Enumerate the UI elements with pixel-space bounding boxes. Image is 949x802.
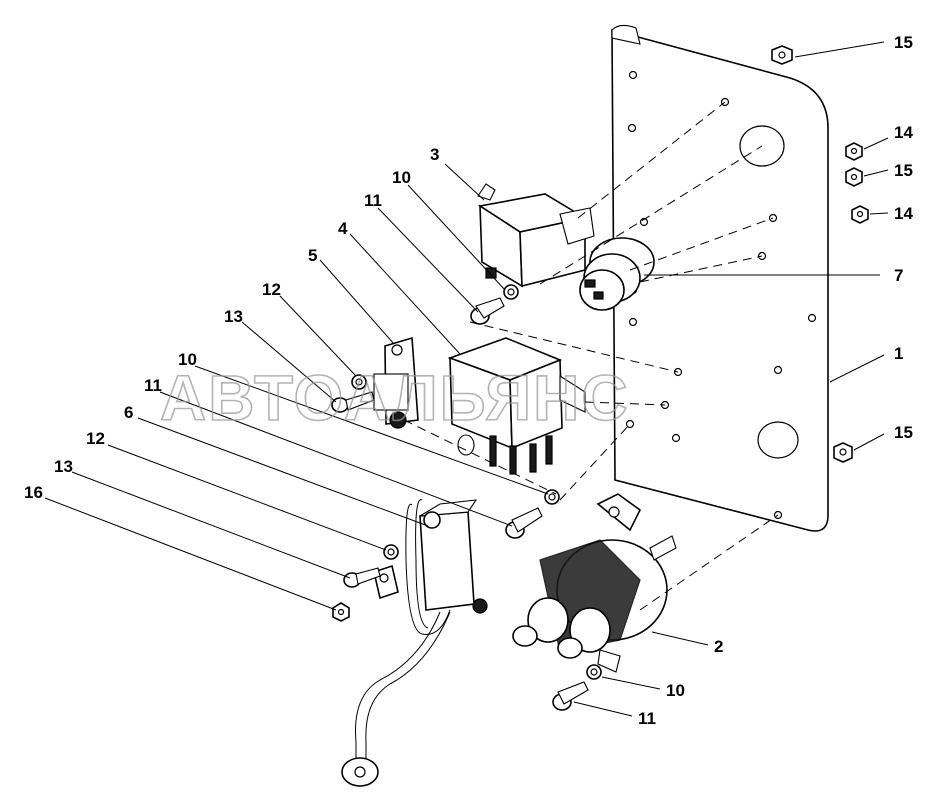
nut-14-lower xyxy=(851,205,869,224)
callout-14-lower: 14 xyxy=(894,204,913,223)
washer-10-middle xyxy=(544,489,560,505)
washer-12-upper xyxy=(351,374,367,390)
nut-14-upper xyxy=(845,142,863,161)
leader-lines xyxy=(44,41,889,717)
callout-11-middle: 11 xyxy=(144,376,162,395)
assembly-lines xyxy=(403,101,779,611)
callout-14-upper: 14 xyxy=(894,123,913,142)
callout-15-middle: 15 xyxy=(894,161,913,180)
screw-11-upper xyxy=(470,297,505,325)
callout-6: 6 xyxy=(124,403,133,422)
bracket-5 xyxy=(373,336,419,429)
callout-1: 1 xyxy=(894,344,903,363)
callout-16: 16 xyxy=(24,483,43,502)
callout-labels: 15 14 15 14 7 1 15 2 10 11 3 10 11 4 5 1… xyxy=(24,33,913,728)
callout-11-lower: 11 xyxy=(638,709,656,728)
callout-15-top: 15 xyxy=(894,33,913,52)
callout-12-upper: 12 xyxy=(262,280,281,299)
indicator-7 xyxy=(579,237,655,311)
washer-10-upper xyxy=(503,284,519,300)
relay-box-4 xyxy=(447,337,586,475)
harness-6 xyxy=(341,499,488,787)
callout-3: 3 xyxy=(430,145,439,164)
nut-16 xyxy=(332,602,350,622)
washer-12-lower xyxy=(383,544,399,560)
solenoid-2 xyxy=(512,493,677,673)
screw-13-lower xyxy=(343,567,381,588)
relay-3 xyxy=(477,183,595,288)
nut-15-middle xyxy=(845,167,863,187)
screw-11-middle xyxy=(505,507,543,539)
callout-4: 4 xyxy=(338,219,348,238)
nut-15-top xyxy=(771,45,793,65)
callout-12-lower: 12 xyxy=(86,429,105,448)
callout-15-bottom: 15 xyxy=(894,423,913,442)
callout-11-upper: 11 xyxy=(364,191,382,210)
callout-10-middle: 10 xyxy=(178,350,197,369)
watermark: АВТОАЛЬЯНС xyxy=(160,362,630,434)
washer-10-lower xyxy=(586,664,602,680)
nut-15-bottom xyxy=(833,442,853,463)
callout-13-upper: 13 xyxy=(224,307,243,326)
screw-11-lower xyxy=(552,681,589,711)
callout-2: 2 xyxy=(714,637,723,656)
callout-5: 5 xyxy=(308,246,317,265)
callout-13-lower: 13 xyxy=(54,457,73,476)
callout-10-lower: 10 xyxy=(666,681,685,700)
callout-7: 7 xyxy=(894,266,903,285)
callout-10-upper: 10 xyxy=(392,168,411,187)
screw-13-upper xyxy=(331,391,375,413)
